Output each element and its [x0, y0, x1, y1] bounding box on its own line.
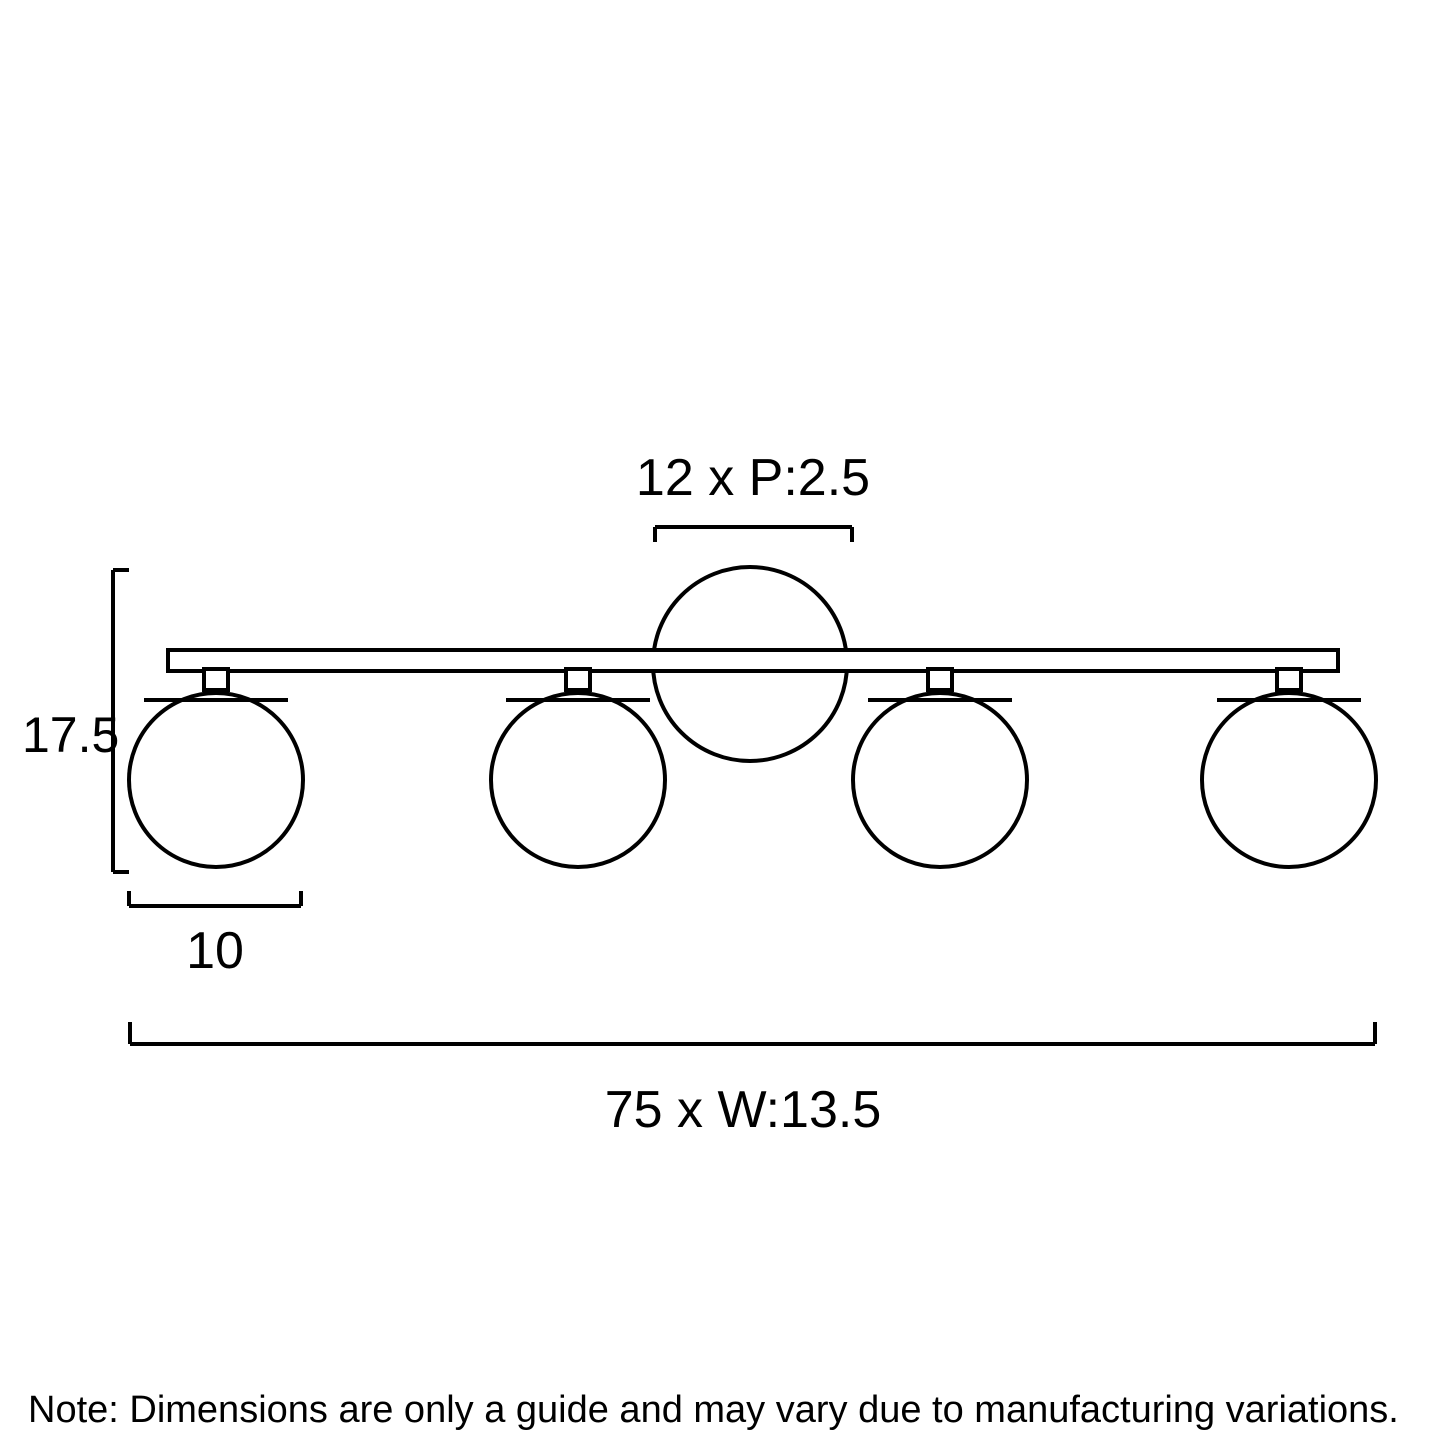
globe-assembly-3: [851, 667, 1029, 869]
globe-width-dimension-group: 10: [127, 891, 303, 980]
height-dimension-line: [111, 568, 129, 874]
projection-dimension-label: 12 x P:2.5: [636, 449, 870, 507]
globe-stem-2: [564, 667, 592, 692]
light-fixture-group: [127, 565, 1378, 869]
globe-width-dimension-bracket: [127, 891, 303, 908]
globe-shade-3: [851, 691, 1029, 869]
mounting-bar: [166, 648, 1340, 673]
globe-assembly-2: [489, 667, 667, 869]
total-width-dimension-bracket: [128, 1022, 1377, 1046]
globe-shade-4: [1200, 691, 1378, 869]
manufacturing-note: Note: Dimensions are only a guide and ma…: [28, 1389, 1399, 1431]
globe-stem-3: [926, 667, 954, 692]
height-dimension-group: 17.5: [22, 568, 129, 874]
globe-assembly-1: [127, 667, 305, 869]
projection-dimension-bracket: [653, 525, 854, 542]
globe-stem-4: [1275, 667, 1303, 692]
globe-shade-1: [127, 691, 305, 869]
projection-dimension-group: 12 x P:2.5: [636, 449, 870, 542]
globe-assembly-4: [1200, 667, 1378, 869]
total-width-dimension-label: 75 x W:13.5: [605, 1081, 882, 1139]
globe-shade-2: [489, 691, 667, 869]
globe-stem-1: [202, 667, 230, 692]
total-width-dimension-group: 75 x W:13.5: [128, 1022, 1377, 1139]
height-dimension-label: 17.5: [22, 707, 119, 763]
globe-width-dimension-label: 10: [186, 922, 244, 980]
